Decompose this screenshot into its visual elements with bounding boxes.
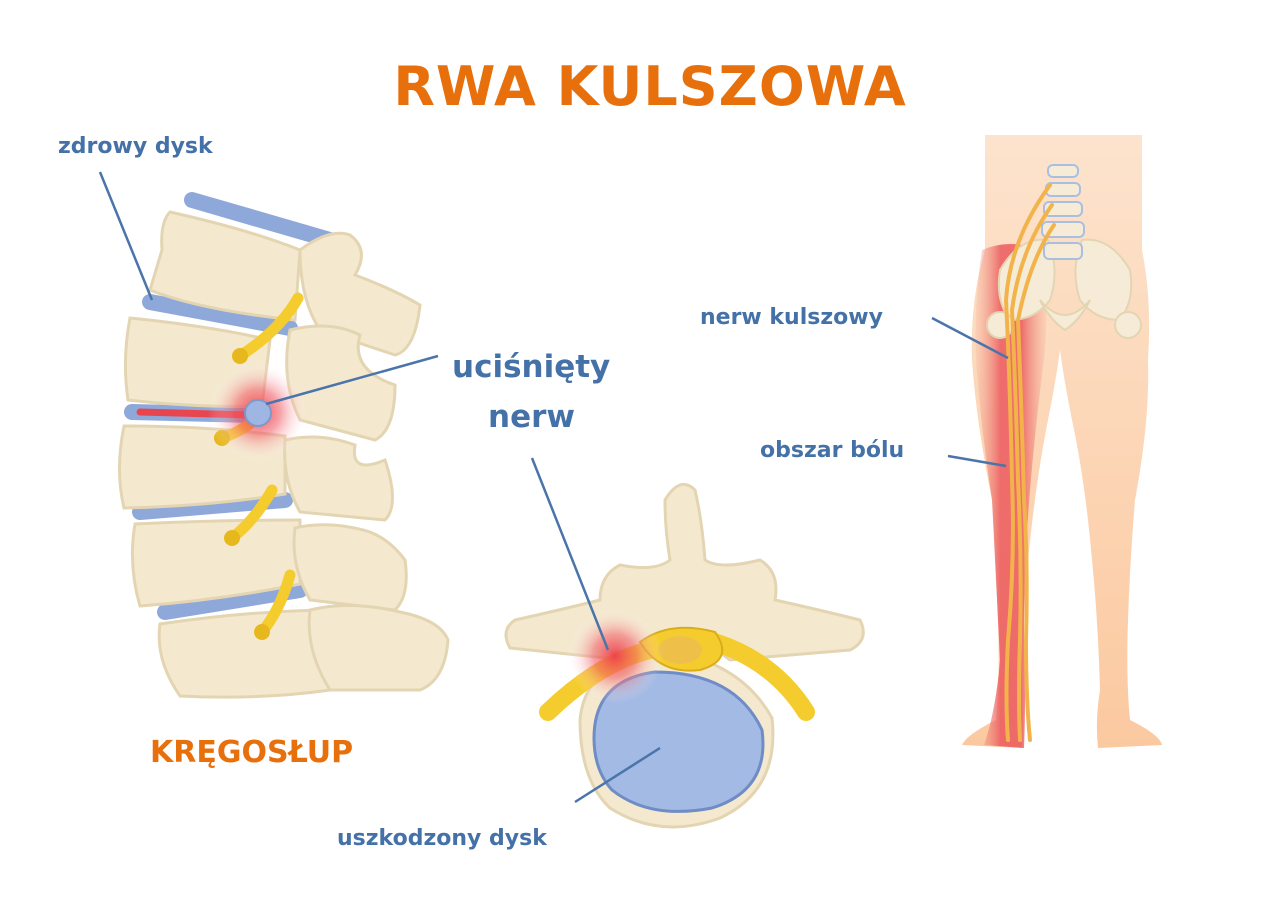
page-title: RWA KULSZOWA [393, 55, 907, 118]
label-sciatic-nerve: nerw kulszowy [700, 305, 883, 330]
label-pinched-nerve-line2: nerw [488, 399, 576, 435]
pinch-point [244, 399, 272, 427]
pointer-compressed-nerve [530, 457, 610, 651]
healthy-disc [132, 192, 338, 620]
label-spine: KRĘGOSŁUP [150, 735, 354, 770]
pointer-sciatic-nerve [931, 316, 1009, 360]
vertebra-top-view [504, 482, 865, 829]
label-damaged-disc: uszkodzony dysk [337, 826, 547, 851]
pointer-healthy-disc [98, 171, 154, 301]
sciatic-nerve [1003, 183, 1056, 742]
pointer-pinched-nerve [265, 354, 439, 406]
pointer-pain-area [947, 454, 1007, 468]
pointer-lines [98, 171, 1009, 804]
body-legs [962, 135, 1162, 748]
pointer-damaged-disc [574, 746, 661, 804]
label-pain-area: obszar bólu [760, 438, 905, 463]
spine-side-view [118, 192, 450, 699]
label-healthy-disc: zdrowy dysk [58, 134, 213, 159]
vertebra-processes [283, 231, 450, 692]
pain-glow-vertebra [567, 608, 663, 704]
label-pinched-nerve-line1: uciśnięty [452, 349, 611, 385]
